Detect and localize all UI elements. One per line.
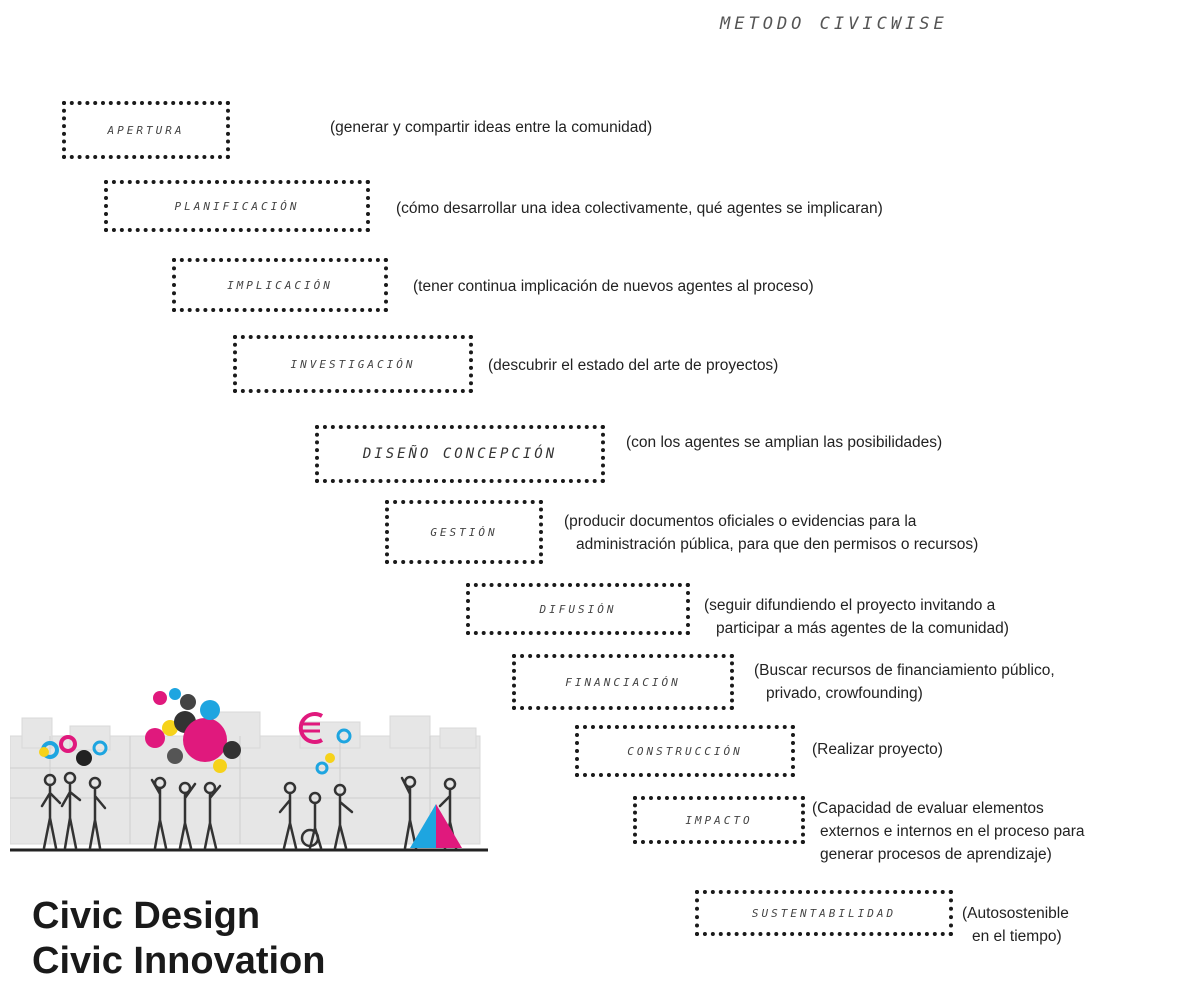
step-label: IMPLICACIÓN	[227, 278, 333, 292]
bubble-group-1	[39, 735, 108, 766]
step-box-financiacion: FINANCIACIÓN	[512, 654, 734, 710]
step-desc-line: (seguir difundiendo el proyecto invitand…	[704, 597, 996, 614]
step-desc-line: (producir documentos oficiales o evidenc…	[564, 513, 917, 530]
step-box-construccion: CONSTRUCCIÓN	[575, 725, 795, 777]
step-label: GESTIÓN	[430, 525, 498, 539]
step-box-apertura: APERTURA	[62, 101, 230, 159]
step-label: APERTURA	[107, 123, 185, 137]
step-desc-line: externos e internos en el proceso para	[820, 823, 1085, 840]
step-box-planificacion: PLANIFICACIÓN	[104, 180, 370, 232]
step-label: SUSTENTABILIDAD	[751, 906, 897, 920]
step-box-diseno-concepcion: DISEÑO CONCEPCIÓN	[315, 425, 605, 483]
step-desc-investigacion: (descubrir el estado del arte de proyect…	[488, 354, 778, 377]
step-box-sustentabilidad: SUSTENTABILIDAD	[695, 890, 953, 936]
euro-icon	[298, 712, 352, 775]
step-desc-difusion: (seguir difundiendo el proyecto invitand…	[704, 594, 1009, 640]
brand-line-2: Civic Innovation	[32, 940, 326, 982]
step-desc-line: (tener continua implicación de nuevos ag…	[413, 278, 814, 295]
step-desc-diseno-concepcion: (con los agentes se amplian las posibili…	[626, 431, 942, 454]
step-label: IMPACTO	[685, 813, 753, 827]
step-desc-line: participar a más agentes de la comunidad…	[716, 620, 1009, 637]
step-desc-line: en el tiempo)	[972, 928, 1062, 945]
step-desc-financiacion: (Buscar recursos de financiamiento públi…	[754, 659, 1055, 705]
step-desc-line: generar procesos de aprendizaje)	[820, 846, 1052, 863]
step-label: FINANCIACIÓN	[565, 675, 681, 689]
step-desc-line: (con los agentes se amplian las posibili…	[626, 434, 943, 451]
step-box-gestion: GESTIÓN	[385, 500, 543, 564]
community-illustration	[10, 688, 488, 852]
step-desc-impacto: (Capacidad de evaluar elementos externos…	[812, 797, 1085, 866]
step-label: DISEÑO CONCEPCIÓN	[362, 446, 558, 462]
step-desc-line: (Capacidad de evaluar elementos	[812, 800, 1044, 817]
step-desc-line: (cómo desarrollar una idea colectivament…	[396, 200, 883, 217]
step-label: DIFUSIÓN	[539, 602, 617, 616]
step-desc-line: (generar y compartir ideas entre la comu…	[330, 119, 653, 136]
bubble-group-2	[145, 688, 241, 773]
step-box-investigacion: INVESTIGACIÓN	[233, 335, 473, 393]
step-desc-line: (Autosostenible	[962, 905, 1069, 922]
step-label: PLANIFICACIÓN	[174, 199, 300, 213]
triangle-shape	[410, 804, 462, 848]
step-desc-sustentabilidad: (Autosostenible en el tiempo)	[962, 902, 1069, 948]
step-desc-implicacion: (tener continua implicación de nuevos ag…	[413, 275, 814, 298]
step-box-implicacion: IMPLICACIÓN	[172, 258, 388, 312]
step-desc-gestion: (producir documentos oficiales o evidenc…	[564, 510, 978, 556]
step-desc-line: (descubrir el estado del arte de proyect…	[488, 357, 779, 374]
step-desc-apertura: (generar y compartir ideas entre la comu…	[330, 116, 652, 139]
step-desc-planificacion: (cómo desarrollar una idea colectivament…	[396, 197, 883, 220]
step-box-impacto: IMPACTO	[633, 796, 805, 844]
step-label: INVESTIGACIÓN	[290, 357, 416, 371]
step-desc-line: privado, crowfounding)	[766, 685, 923, 702]
brand-line-1: Civic Design	[32, 895, 261, 937]
step-desc-line: administración pública, para que den per…	[576, 536, 979, 553]
step-desc-line: (Realizar proyecto)	[812, 741, 943, 758]
step-label: CONSTRUCCIÓN	[627, 744, 743, 758]
diagram-title: METODO CIVICWISE	[720, 14, 948, 34]
step-desc-construccion: (Realizar proyecto)	[812, 738, 943, 761]
step-desc-line: (Buscar recursos de financiamiento públi…	[754, 662, 1055, 679]
step-box-difusion: DIFUSIÓN	[466, 583, 690, 635]
